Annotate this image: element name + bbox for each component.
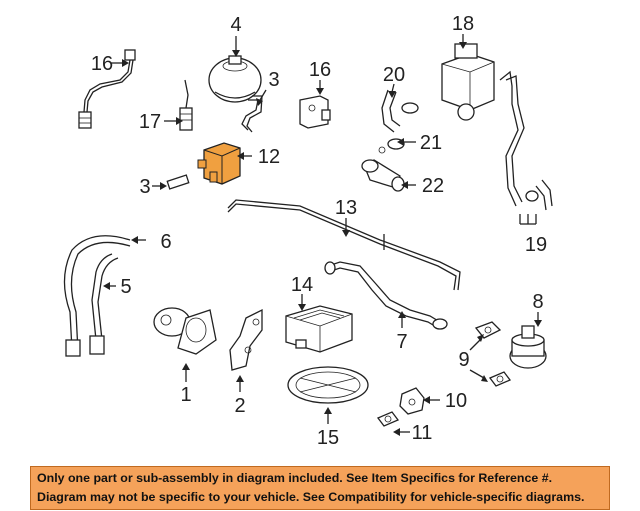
part-17-sensor (179, 79, 193, 131)
callout-7: 7 (396, 331, 407, 353)
part-6-hose (63, 235, 131, 357)
part-12-valve-highlighted (197, 142, 241, 185)
callout-8: 8 (532, 291, 543, 313)
callout-20: 20 (383, 64, 405, 86)
part-10-plate (399, 387, 425, 415)
callout-6: 6 (160, 231, 171, 253)
disclaimer-banner: Only one part or sub-assembly in diagram… (30, 466, 610, 510)
part-3-hose-top (241, 95, 263, 133)
part-21-clamp (387, 102, 419, 150)
part-14-filter-housing (285, 305, 353, 353)
part-3-small-hose (166, 174, 190, 190)
callout-3-top: 3 (268, 69, 279, 91)
callout-13: 13 (335, 197, 357, 219)
disclaimer-line-1: Only one part or sub-assembly in diagram… (37, 471, 553, 485)
callout-16-mid: 16 (309, 59, 331, 81)
callout-15: 15 (317, 427, 339, 449)
callout-17: 17 (139, 111, 161, 133)
callout-12: 12 (258, 146, 280, 168)
callout-21: 21 (420, 132, 442, 154)
part-20-hose (381, 89, 401, 133)
part-15-filter-plate (287, 366, 369, 404)
callout-5: 5 (120, 276, 131, 298)
part-4-reservoir (208, 55, 262, 103)
callout-11: 11 (412, 422, 433, 444)
callout-9: 9 (458, 349, 469, 371)
part-9-gasket (474, 321, 512, 387)
callout-2: 2 (234, 395, 245, 417)
part-2-bracket (229, 308, 263, 371)
callout-19: 19 (525, 234, 547, 256)
callout-1: 1 (180, 384, 191, 406)
part-16-oxygen-sensor (78, 49, 136, 129)
callout-16-left: 16 (91, 53, 113, 75)
callout-14: 14 (291, 274, 313, 296)
callout-4: 4 (230, 14, 241, 36)
part-11-plate (376, 411, 400, 427)
part-1-air-pump (153, 307, 217, 355)
part-7-pipe (324, 261, 448, 330)
callout-18: 18 (452, 13, 474, 35)
part-8-valve (509, 325, 547, 369)
callout-3-left: 3 (139, 176, 150, 198)
part-18-pump (441, 43, 495, 121)
part-13-rod (227, 199, 461, 291)
part-19-hose (499, 70, 553, 211)
part-5-hose (89, 253, 119, 355)
callout-22: 22 (422, 175, 444, 197)
disclaimer-line-2: Diagram may not be specific to your vehi… (37, 490, 585, 504)
part-16-bracket (299, 95, 331, 129)
part-22-pipe (361, 146, 405, 192)
callout-10: 10 (445, 390, 467, 412)
